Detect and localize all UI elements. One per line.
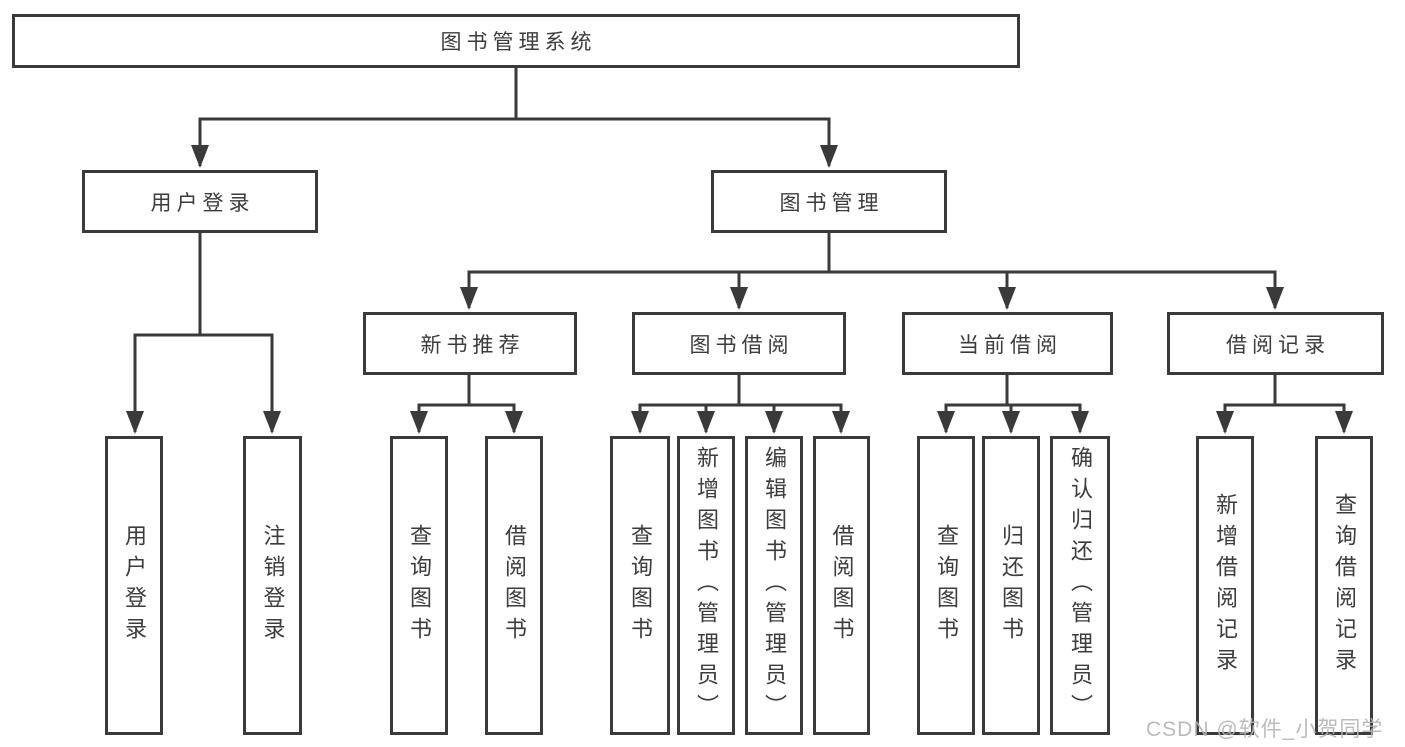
watermark: CSDN @软件_小贺同学 — [1146, 718, 1384, 741]
leaf-return-books: 归还图书 — [982, 436, 1040, 735]
leaf-edit-books-admin: 编辑图书（管理员） — [745, 436, 803, 735]
leaf-query-books-recommendation: 查询图书 — [390, 436, 448, 735]
node-user-login: 用户登录 — [82, 170, 318, 233]
node-new-book-recommendation: 新书推荐 — [363, 312, 577, 375]
node-book-borrowing: 图书借阅 — [632, 312, 846, 375]
leaf-borrow-books-recommendation: 借阅图书 — [485, 436, 543, 735]
node-library-management-system: 图书管理系统 — [12, 14, 1020, 68]
node-book-management: 图书管理 — [711, 170, 947, 233]
leaf-query-books-borrowing: 查询图书 — [610, 436, 670, 735]
leaf-query-borrow-record: 查询借阅记录 — [1315, 436, 1373, 735]
leaf-borrow-books: 借阅图书 — [813, 436, 870, 735]
leaf-logout: 注销登录 — [243, 436, 302, 735]
leaf-user-login: 用户登录 — [105, 436, 163, 735]
leaf-add-books-admin: 新增图书（管理员） — [677, 436, 735, 735]
leaf-confirm-return-admin: 确认归还（管理员） — [1050, 436, 1110, 735]
leaf-add-borrow-record: 新增借阅记录 — [1196, 436, 1254, 735]
node-borrowing-records: 借阅记录 — [1167, 312, 1384, 375]
node-current-borrowing: 当前借阅 — [902, 312, 1113, 375]
leaf-query-books-current: 查询图书 — [917, 436, 975, 735]
